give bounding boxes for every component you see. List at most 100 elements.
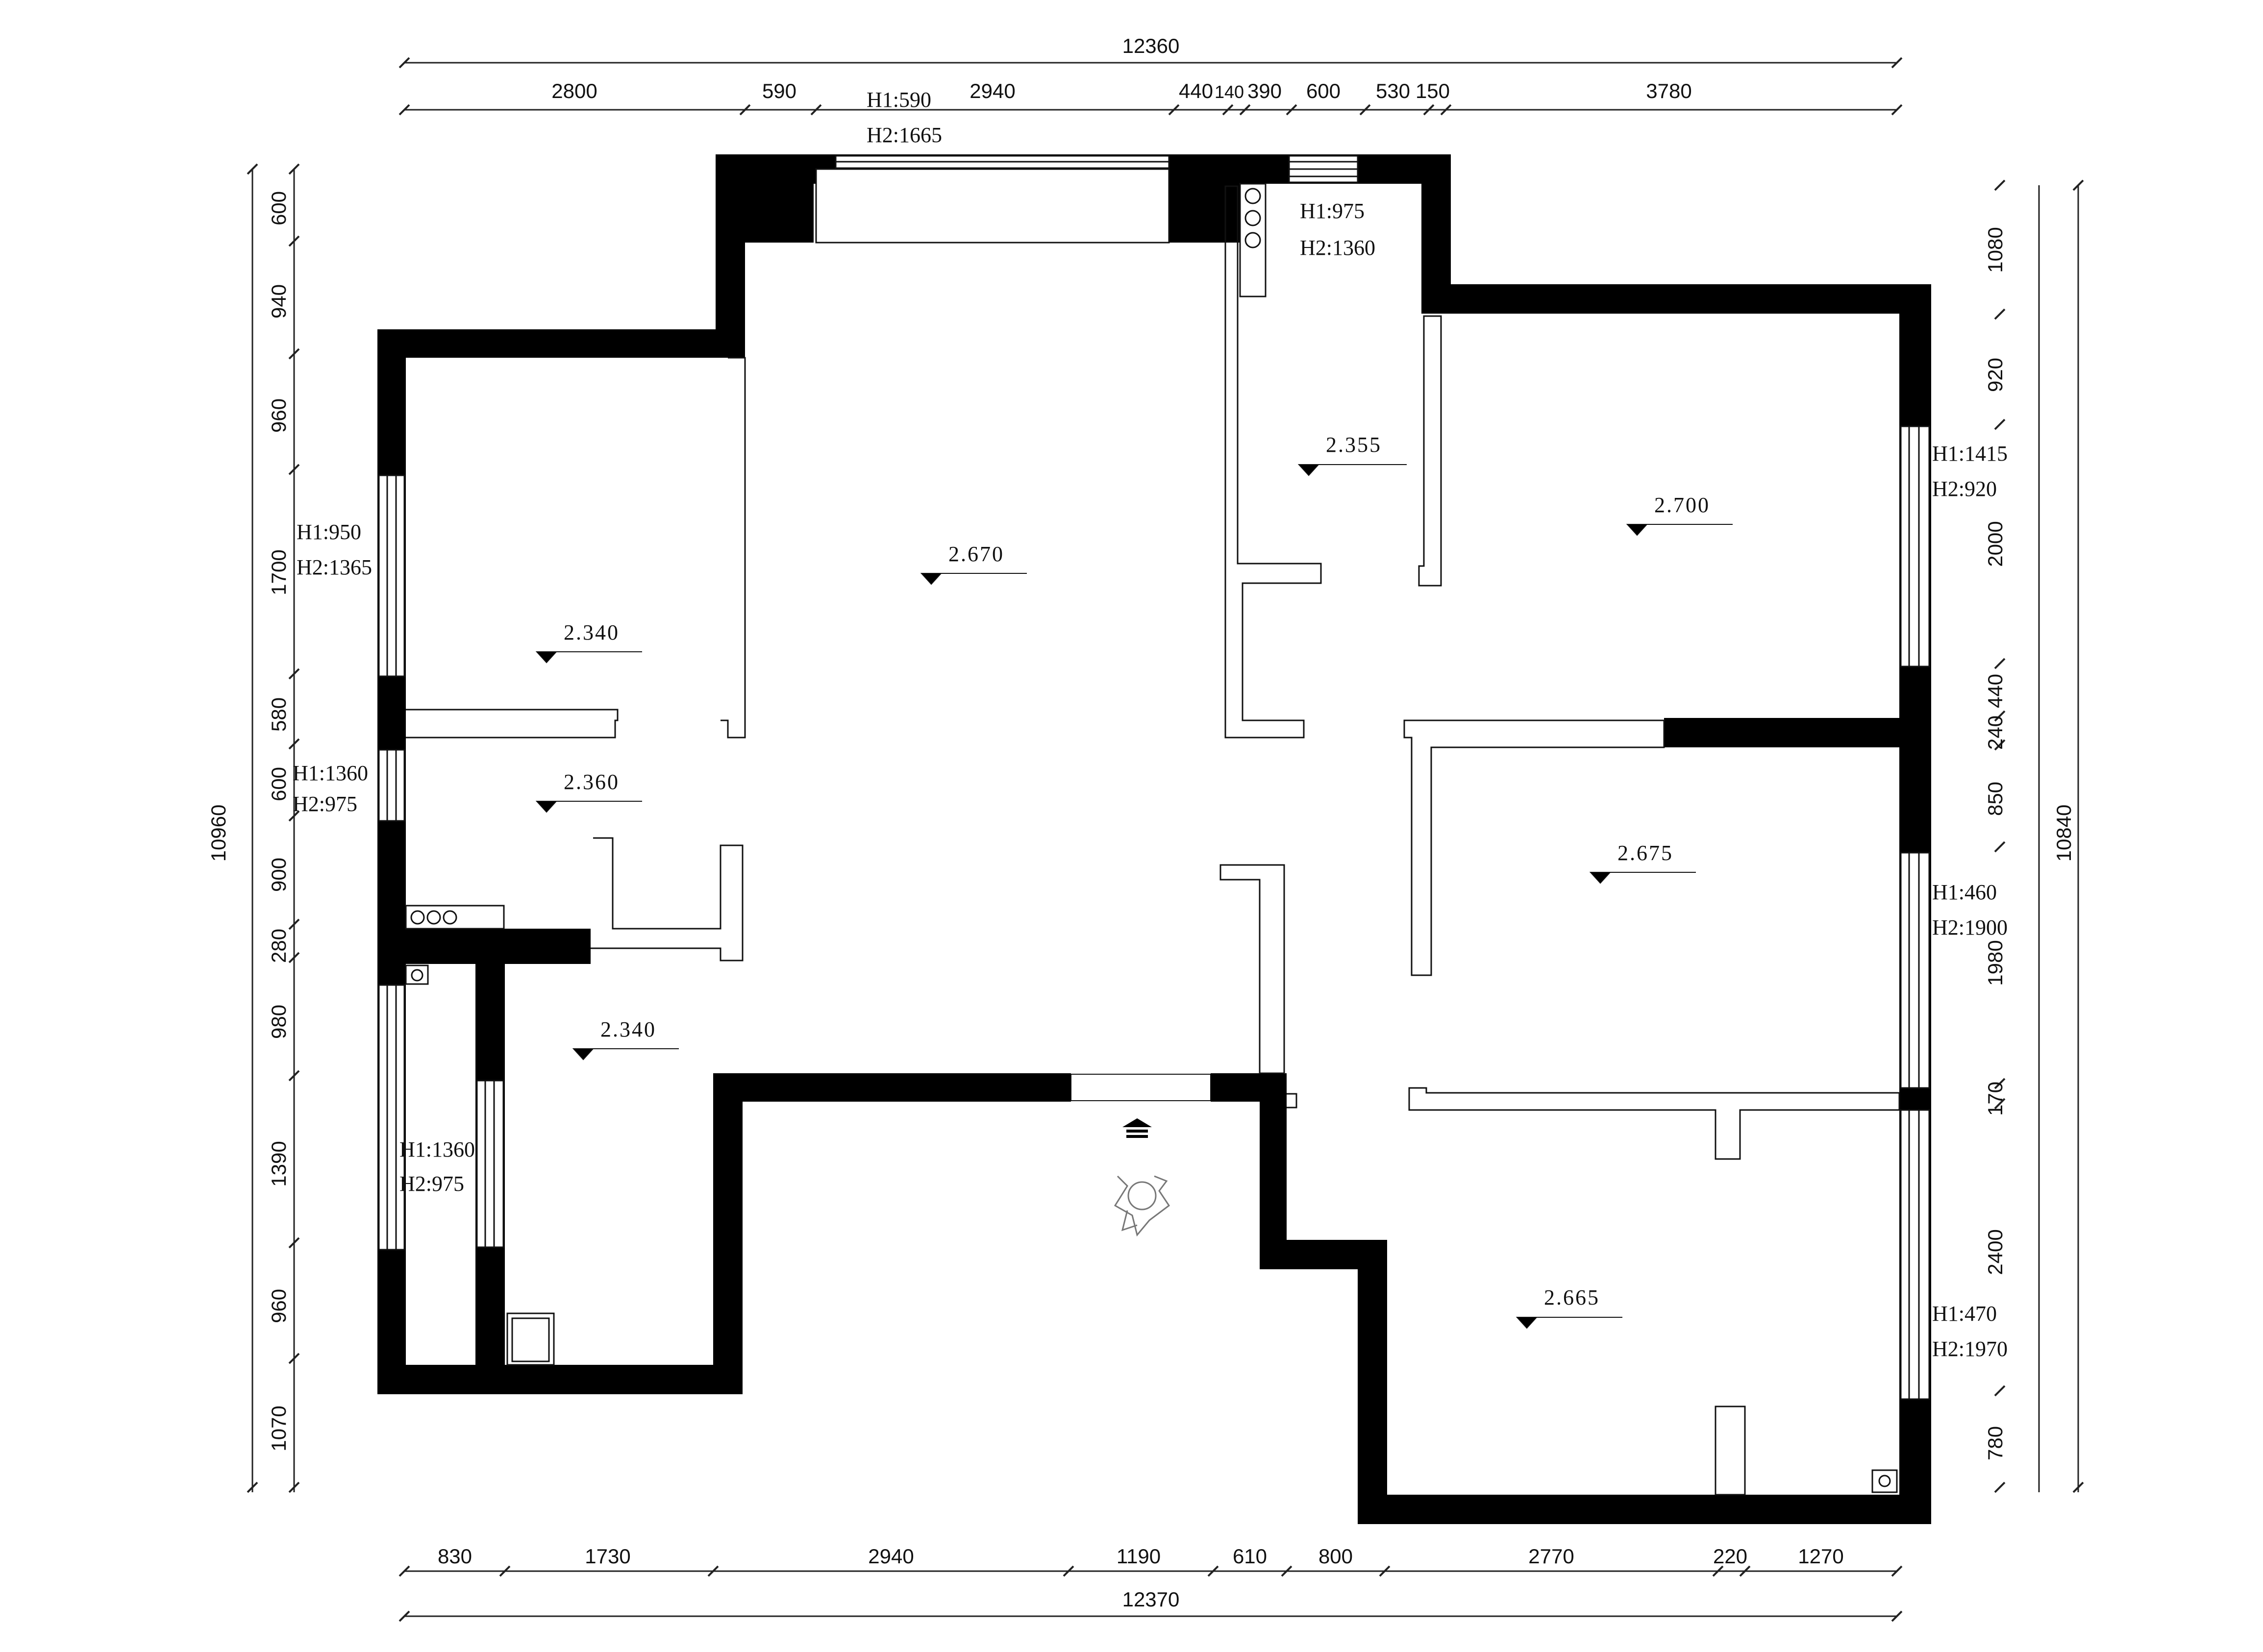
drain-icon — [411, 969, 1891, 1487]
window-left-balcony — [378, 984, 405, 1251]
left-dim-label: 1070 — [267, 1405, 290, 1451]
window-right-bed3 — [1900, 1109, 1930, 1400]
window-left-bed1 — [378, 474, 405, 677]
top-dim-label: 530 — [1376, 79, 1410, 102]
left-total-label: 10960 — [207, 805, 230, 862]
left-dim-label: 280 — [267, 929, 290, 963]
left-dim-label: 980 — [267, 1005, 290, 1039]
person-figure-icon — [1114, 1175, 1170, 1237]
level-label: 2.700 — [1654, 493, 1710, 517]
top-dim-label: 590 — [762, 79, 796, 102]
level-label: 2.665 — [1544, 1285, 1600, 1309]
left-dim-label: 960 — [267, 1289, 290, 1323]
window-note-h2: H2:1360 — [1300, 236, 1375, 260]
right-total-label: 10840 — [2052, 805, 2075, 862]
bottom-dim-label: 1270 — [1798, 1545, 1843, 1568]
window-right-bed2 — [1900, 852, 1930, 1089]
right-dim-label: 920 — [1984, 358, 2007, 392]
left-dim-label: 900 — [267, 858, 290, 892]
bottom-dim-label: 1730 — [585, 1545, 630, 1568]
bottom-dim-label: 1190 — [1117, 1545, 1161, 1568]
level-labels: 2.670 2.355 2.700 2.340 2.360 2.340 2.67… — [564, 433, 1710, 1309]
windows — [378, 155, 1930, 1400]
window-left-bed2 — [378, 749, 405, 822]
top-dimension-labels: 12360 2800 590 2940 440 140 390 600 530 … — [551, 34, 1691, 102]
top-dim-label: 2940 — [970, 79, 1015, 102]
left-dim-label: 600 — [267, 191, 290, 225]
bottom-dim-label: 2770 — [1528, 1545, 1574, 1568]
window-note-h1: H1:1360 — [399, 1137, 475, 1161]
window-note-h2: H2:1365 — [297, 555, 372, 579]
window-corridor — [476, 1080, 504, 1248]
walls — [377, 154, 1931, 1524]
top-dim-label: 600 — [1306, 79, 1341, 102]
window-notes: H1:590 H2:1665 H1:975 H2:1360 H1:950 H2:… — [293, 88, 2008, 1361]
dimension-lines — [251, 62, 2079, 1617]
left-dim-label: 940 — [267, 284, 290, 319]
level-marker — [1589, 872, 1696, 884]
bottom-dim-label: 800 — [1318, 1545, 1353, 1568]
window-note-h1: H1:590 — [867, 88, 931, 112]
right-dim-label: 1980 — [1984, 940, 2007, 986]
window-note-h1: H1:1415 — [1932, 442, 2008, 466]
level-marker — [1626, 524, 1733, 536]
sink-burners-icon — [1244, 188, 1261, 248]
window-note-h1: H1:460 — [1932, 880, 1997, 904]
level-marker — [920, 573, 1027, 585]
top-dim-label: 140 — [1215, 82, 1244, 102]
right-dim-label: 780 — [1984, 1426, 2007, 1460]
window-note-h2: H2:1970 — [1932, 1337, 2008, 1361]
window-note-h2: H2:920 — [1932, 477, 1997, 501]
right-dim-label: 850 — [1984, 782, 2007, 816]
right-dim-label: 240 — [1984, 715, 2007, 750]
right-dim-label: 2000 — [1984, 521, 2007, 567]
level-marker — [1297, 464, 1407, 476]
window-right-bed1 — [1900, 425, 1930, 667]
level-marker — [535, 651, 642, 664]
bottom-dimension-labels: 830 1730 2940 1190 610 800 2770 220 1270… — [438, 1545, 1844, 1611]
level-label: 2.340 — [564, 620, 620, 644]
level-marker — [572, 1048, 679, 1060]
window-note-h2: H2:975 — [293, 792, 357, 816]
level-marker — [1516, 1317, 1622, 1329]
top-dim-label: 2800 — [551, 79, 597, 102]
left-dim-label: 1390 — [267, 1141, 290, 1186]
dimension-ticks — [247, 57, 2084, 1622]
window-note-h1: H1:470 — [1932, 1302, 1997, 1326]
stove-icon — [410, 910, 457, 925]
right-dimension-labels: 10840 1080 920 2000 440 240 850 1980 170… — [1984, 227, 2075, 1460]
level-label: 2.675 — [1617, 841, 1673, 865]
window-note-h1: H1:975 — [1300, 199, 1365, 223]
bottom-total-label: 12370 — [1122, 1588, 1180, 1611]
right-dim-label: 170 — [1984, 1082, 2007, 1116]
right-dim-label: 1080 — [1984, 227, 2007, 272]
left-dim-label: 1700 — [267, 549, 290, 595]
left-dim-label: 600 — [267, 767, 290, 801]
living-window-sill — [815, 168, 1170, 244]
right-dim-label: 440 — [1984, 674, 2007, 708]
entrance-arrow-icon — [1122, 1118, 1152, 1138]
window-note-h2: H2:1900 — [1932, 915, 2008, 939]
right-dim-label: 2400 — [1984, 1229, 2007, 1275]
left-dim-label: 960 — [267, 398, 290, 433]
left-dimension-labels: 10960 600 940 960 1700 580 600 900 280 9… — [207, 191, 290, 1452]
level-label: 2.670 — [948, 542, 1004, 566]
entrance-door-opening — [1070, 1074, 1211, 1101]
top-total-label: 12360 — [1122, 34, 1180, 57]
level-label: 2.355 — [1326, 433, 1382, 457]
window-note-h1: H1:1360 — [293, 761, 368, 785]
level-marker — [535, 801, 642, 813]
top-dim-label: 390 — [1247, 79, 1282, 102]
window-note-h2: H2:1665 — [867, 123, 942, 147]
bottom-dim-label: 220 — [1713, 1545, 1747, 1568]
bottom-dim-label: 610 — [1233, 1545, 1267, 1568]
top-dim-label: 440 — [1179, 79, 1213, 102]
window-note-h2: H2:975 — [399, 1172, 464, 1196]
level-markers — [535, 464, 1733, 1329]
left-dim-label: 580 — [267, 697, 290, 732]
level-label: 2.360 — [564, 770, 620, 794]
top-dim-label: 3780 — [1646, 79, 1691, 102]
bottom-dim-label: 830 — [438, 1545, 472, 1568]
bottom-dim-label: 2940 — [868, 1545, 914, 1568]
